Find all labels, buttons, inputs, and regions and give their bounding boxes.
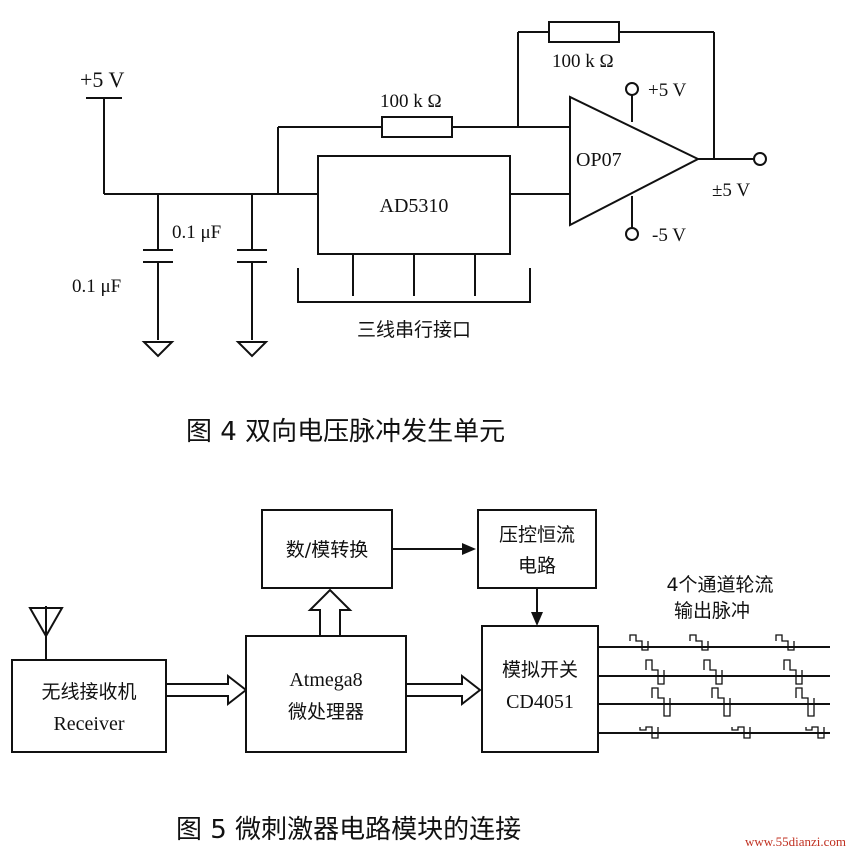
mcu-block [245,635,407,753]
resistor-1-label: 100 k Ω [380,91,442,112]
pulse-waveforms [629,634,825,739]
receiver-label-cn: 无线接收机 [41,681,136,703]
dac-label: 数/模转换 [286,539,368,561]
op07-opamp [569,95,701,227]
vplus-terminal [625,82,639,96]
mcu-to-dac-arrow [307,588,353,636]
resistor-2 [548,21,620,43]
serial-bracket [297,268,531,303]
current-to-switch-arrowhead [531,612,543,626]
antenna-icon [28,607,64,639]
mcu-to-switch-arrow [406,673,482,707]
op-vminus-label: -5 V [652,225,686,246]
figure-4: +5 V 0.1 μF 0.1 μF 100 k Ω 100 k Ω [72,21,767,447]
op07-label: OP07 [576,149,622,171]
receiver-to-mcu-arrow [166,673,248,707]
figure-4-caption: 图 4 双向电压脉冲发生单元 [186,417,505,447]
resistor-1 [381,116,453,138]
vminus-terminal [625,227,639,241]
ground-1-icon [141,341,175,358]
ad5310-block [317,155,511,255]
switch-label-en: CD4051 [506,691,574,713]
output-label: ±5 V [712,180,750,201]
output-terminal [753,152,767,166]
capacitor-2-label: 0.1 μF [172,222,221,243]
receiver-label-en: Receiver [53,713,124,735]
mcu-label-en: Atmega8 [289,669,362,691]
watermark: www.55dianzi.com [745,834,846,849]
ad5310-label: AD5310 [380,195,449,217]
channels-label-2: 输出脉冲 [674,600,750,622]
constant-current-label-2: 电路 [518,555,556,577]
dac-to-current-arrowhead [462,543,476,555]
vcc-label: +5 V [80,67,125,92]
analog-switch-block [481,625,599,753]
channels-label-1: 4个通道轮流 [666,574,773,596]
constant-current-label-1: 压控恒流 [499,524,575,546]
resistor-2-label: 100 k Ω [552,51,614,72]
mcu-label-cn: 微处理器 [288,701,364,723]
serial-interface-label: 三线串行接口 [357,319,471,341]
constant-current-block [477,509,597,589]
figure-5: 无线接收机 Receiver Atmega8 微处理器 数/模转换 压控恒流 电… [11,509,846,849]
op-vplus-label: +5 V [648,80,687,101]
switch-label-cn: 模拟开关 [502,659,578,681]
capacitor-1-label: 0.1 μF [72,276,121,297]
ground-2-icon [235,341,269,358]
figure-5-caption: 图 5 微刺激器电路模块的连接 [176,815,521,845]
receiver-block [11,659,167,753]
